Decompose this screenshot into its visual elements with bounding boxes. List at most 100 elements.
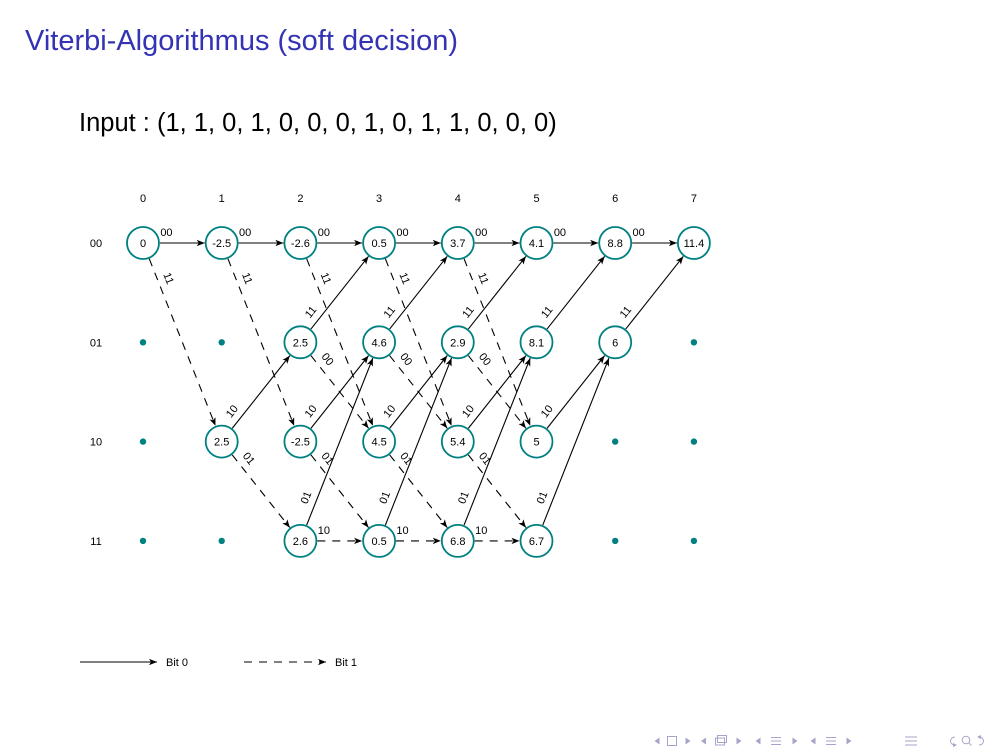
trellis-node-00-t4: 3.7	[440, 226, 475, 260]
next-frame-icon[interactable]	[736, 737, 742, 745]
transition-01-to-00-t5	[546, 255, 606, 330]
node-circle	[519, 524, 554, 558]
next-subsection-icon[interactable]	[792, 737, 798, 745]
trellis-node-00-t7: 11.4	[677, 226, 711, 260]
path-metric: 0.5	[371, 536, 386, 548]
node-circle	[362, 325, 397, 360]
transition-output-label: 01	[397, 450, 414, 467]
unreached-state-dot	[690, 339, 698, 346]
transition-10-to-11-t3	[389, 454, 448, 528]
transition-10-to-01-t4	[467, 355, 527, 429]
transition-output-label: 00	[554, 227, 566, 239]
transition-output-label: 01	[456, 490, 472, 506]
unreached-state-dot	[139, 339, 147, 346]
transition-output-label: 10	[396, 525, 408, 537]
transition-10-to-11-t4	[467, 454, 527, 528]
path-metric: 0	[140, 238, 146, 250]
unreached-state-dot	[690, 438, 698, 445]
path-metric: 2.6	[293, 536, 308, 548]
presentation-icon[interactable]	[905, 736, 917, 746]
trellis-node-10-t5: 5	[519, 424, 554, 459]
transition-01-to-00-t4	[467, 255, 527, 330]
path-metric: -2.6	[291, 238, 310, 250]
node-circle	[283, 325, 318, 360]
transition-output-label: 00	[633, 227, 645, 239]
path-metric: 8.8	[608, 238, 623, 250]
trellis-node-00-t3: 0.5	[362, 226, 397, 260]
node-circle	[283, 424, 318, 459]
node-circle	[440, 226, 475, 260]
transition-output-label: 11	[460, 304, 476, 320]
time-step-label: 3	[376, 193, 382, 205]
input-sequence: Input : (1, 1, 0, 1, 0, 0, 0, 1, 0, 1, 1…	[79, 109, 557, 137]
transition-output-label: 11	[303, 304, 319, 320]
transition-output-label: 00	[476, 351, 493, 368]
trellis-node-01-t5: 8.1	[519, 325, 554, 360]
back-icon[interactable]	[950, 736, 958, 747]
frame-title: Viterbi-Algorithmus (soft decision)	[25, 25, 458, 57]
transition-output-label: 01	[377, 490, 393, 506]
path-metric: -2.5	[212, 238, 231, 250]
transition-output-label: 10	[224, 403, 241, 420]
previous-section-icon[interactable]	[810, 737, 816, 745]
trellis-node-10-t2: -2.5	[283, 424, 318, 459]
unreached-state-dot	[218, 339, 225, 346]
transition-output-label: 11	[475, 271, 490, 286]
forward-icon[interactable]	[977, 735, 984, 746]
slide-icon[interactable]	[667, 736, 677, 746]
node-circle	[283, 524, 318, 558]
path-metric: -2.5	[291, 437, 310, 449]
transition-11-to-01-t3	[384, 357, 453, 526]
path-metric: 5	[533, 437, 539, 449]
subsection-icon[interactable]	[771, 737, 781, 745]
node-circle	[283, 226, 318, 260]
unreached-state-dot	[218, 537, 225, 545]
node-circle	[440, 325, 475, 360]
trellis-node-11-t4: 6.8	[440, 524, 475, 558]
transition-10-to-11-t2	[310, 454, 369, 528]
unreached-state-dot	[139, 438, 147, 445]
previous-frame-icon[interactable]	[701, 737, 706, 745]
trellis-node-00-t2: -2.6	[283, 226, 318, 260]
transition-output-label: 10	[303, 403, 320, 420]
transition-output-label: 00	[160, 227, 172, 239]
transition-output-label: 00	[475, 227, 487, 239]
transition-01-to-00-t2	[310, 255, 369, 330]
path-metric: 4.5	[371, 437, 386, 449]
trellis-node-10-t1: 2.5	[204, 424, 239, 459]
path-metric: 0.5	[371, 238, 386, 250]
navigation-symbols	[654, 735, 984, 747]
trellis-node-00-t0: 0	[126, 226, 160, 260]
trellis-node-10-t3: 4.5	[362, 424, 397, 459]
state-label: 11	[90, 536, 101, 548]
transition-01-to-00-t6	[625, 255, 684, 330]
node-circle	[204, 226, 239, 260]
node-circle	[362, 424, 397, 459]
transition-output-label: 01	[476, 450, 493, 467]
section-icon[interactable]	[826, 737, 836, 745]
trellis-node-01-t6: 6	[598, 325, 633, 360]
previous-slide-icon[interactable]	[654, 737, 660, 745]
transition-00-to-10-t0	[148, 258, 216, 427]
search-icon[interactable]	[961, 735, 972, 746]
frame-icon[interactable]	[715, 735, 727, 746]
transition-10-to-01-t5	[546, 355, 606, 429]
transition-10-to-01-t2	[310, 355, 369, 429]
transition-output-label: 01	[535, 490, 551, 506]
node-circle	[204, 424, 239, 459]
previous-subsection-icon[interactable]	[755, 737, 761, 745]
node-circle	[126, 226, 160, 260]
trellis-node-00-t1: -2.5	[204, 226, 239, 260]
node-circle	[519, 325, 554, 360]
next-section-icon[interactable]	[846, 737, 852, 745]
transition-output-label: 10	[460, 403, 477, 420]
transition-output-label: 00	[397, 351, 414, 368]
next-slide-icon[interactable]	[685, 737, 691, 745]
time-step-label: 6	[612, 193, 618, 205]
